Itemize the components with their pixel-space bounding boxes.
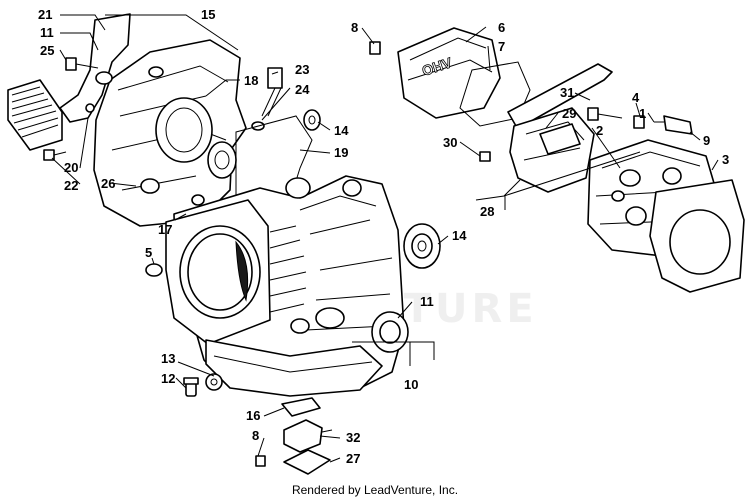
callout-19: 19 bbox=[334, 145, 348, 160]
engine-block bbox=[165, 175, 405, 397]
bolt-8-lower bbox=[255, 455, 266, 467]
drain-plug-12 bbox=[183, 377, 199, 397]
valve-cover: OHV bbox=[397, 27, 501, 119]
callout-22: 22 bbox=[64, 178, 78, 193]
callout-16: 16 bbox=[246, 408, 260, 423]
bolt-8-upper bbox=[369, 41, 381, 55]
bearing-14-upper bbox=[207, 141, 237, 179]
oil-sensor-23 bbox=[261, 67, 283, 117]
callout-5: 5 bbox=[145, 245, 152, 260]
callout-14-top: 14 bbox=[334, 123, 349, 138]
callout-24: 24 bbox=[295, 82, 310, 97]
air-intake-grille bbox=[7, 79, 63, 151]
callout-11-top: 11 bbox=[40, 25, 54, 40]
callout-27: 27 bbox=[346, 451, 360, 466]
callout-10: 10 bbox=[404, 377, 418, 392]
callout-32: 32 bbox=[346, 430, 360, 445]
washer-20 bbox=[85, 103, 95, 113]
bearing-11 bbox=[371, 311, 409, 353]
callout-11-lower: 11 bbox=[420, 294, 434, 309]
callout-25: 25 bbox=[40, 43, 54, 58]
plate-27 bbox=[283, 449, 331, 475]
head-gasket bbox=[649, 179, 745, 293]
rocker-cover-plate bbox=[509, 107, 595, 193]
callout-4: 4 bbox=[632, 90, 640, 105]
oil-seal-14 bbox=[303, 109, 321, 131]
callout-9: 9 bbox=[703, 133, 710, 148]
callout-26: 26 bbox=[101, 176, 115, 191]
callout-15: 15 bbox=[201, 7, 215, 22]
callout-29: 29 bbox=[562, 106, 576, 121]
gasket-16 bbox=[281, 397, 321, 417]
callout-21: 21 bbox=[38, 7, 52, 22]
head-bolts-1 bbox=[587, 107, 645, 129]
leader-lines bbox=[51, 14, 719, 463]
callout-8-upper: 8 bbox=[351, 20, 358, 35]
callout-14-lower: 14 bbox=[452, 228, 467, 243]
callout-28: 28 bbox=[480, 204, 494, 219]
callout-30: 30 bbox=[443, 135, 457, 150]
callout-13: 13 bbox=[161, 351, 175, 366]
render-credit: Rendered by LeadVenture, Inc. bbox=[291, 483, 459, 497]
callout-31: 31 bbox=[560, 85, 574, 100]
callout-12: 12 bbox=[161, 371, 175, 386]
callout-18: 18 bbox=[244, 73, 258, 88]
plug-5 bbox=[145, 263, 163, 277]
callout-17: 17 bbox=[158, 222, 172, 237]
bearing-14-lower bbox=[403, 223, 441, 269]
callout-1: 1 bbox=[639, 106, 646, 121]
callout-2: 2 bbox=[596, 123, 603, 138]
bolt-30 bbox=[479, 151, 491, 162]
callouts: 21 11 25 15 18 23 24 14 19 20 26 22 17 5… bbox=[38, 7, 729, 466]
callout-8-lower: 8 bbox=[252, 428, 259, 443]
callout-20: 20 bbox=[64, 160, 78, 175]
washer-13 bbox=[205, 373, 223, 391]
spark-plug-9 bbox=[654, 115, 693, 135]
callout-3: 3 bbox=[722, 152, 729, 167]
bolt-22 bbox=[43, 149, 67, 161]
oil-pump-32 bbox=[283, 419, 333, 453]
callout-23: 23 bbox=[295, 62, 309, 77]
bolt-25 bbox=[65, 57, 99, 71]
callout-7: 7 bbox=[498, 39, 505, 54]
callout-6: 6 bbox=[498, 20, 505, 35]
crankcase-cover bbox=[93, 39, 247, 227]
